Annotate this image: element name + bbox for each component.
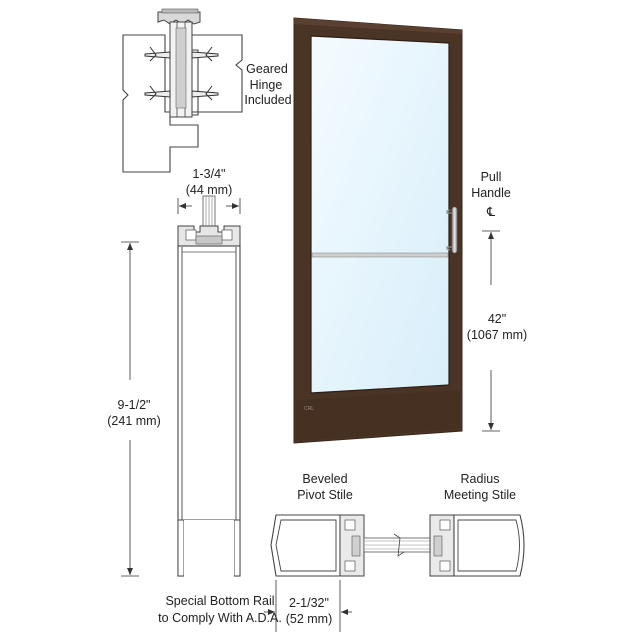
bottom-rail-height-mm: (241 mm) — [107, 414, 160, 428]
door-glass — [310, 35, 450, 394]
stile-width-in: 2-1/32" — [289, 596, 329, 610]
door-brand-mark: CRL — [304, 406, 314, 412]
hinge-label-line3: Included — [244, 93, 291, 107]
bottom-rail-height-dimension: 9-1/2" (241 mm) — [107, 241, 161, 577]
radius-stile-label-line1: Radius — [461, 472, 500, 486]
hinge-label-line2: Hinge — [250, 78, 283, 92]
beveled-stile-label-line1: Beveled — [302, 472, 347, 486]
pull-handle-height-mm: (1067 mm) — [467, 328, 527, 342]
hinge-label-line1: Geared — [246, 62, 288, 76]
bottom-rail-note-line2: to Comply With A.D.A. — [158, 611, 282, 625]
pull-handle-label-line1: Pull — [481, 170, 502, 184]
door-kick-plate — [296, 390, 460, 441]
beveled-pivot-stile-section — [270, 514, 365, 577]
pull-handle-label-line2: Handle — [471, 186, 511, 200]
top-rail-width-dimension: 1-3/4" (44 mm) — [177, 167, 241, 214]
radius-stile-label-line2: Meeting Stile — [444, 488, 516, 502]
stile-width-dimension: 2-1/32" (52 mm) — [264, 580, 352, 632]
pull-handle-height-in: 42" — [488, 312, 506, 326]
pull-handle-icon — [446, 206, 458, 254]
top-rail-width-in: 1-3/4" — [193, 167, 226, 181]
beveled-stile-label-line2: Pivot Stile — [297, 488, 353, 502]
radius-meeting-stile-section — [429, 514, 525, 577]
centerline-symbol: ℄ — [486, 205, 495, 219]
rail-cross-section — [177, 195, 241, 578]
stile-glazing — [363, 533, 431, 557]
bottom-rail-height-in: 9-1/2" — [118, 398, 151, 412]
hinge-screws — [144, 46, 219, 101]
pull-handle-height-dimension: 42" (1067 mm) — [467, 230, 527, 432]
door-mid-rail — [311, 252, 449, 258]
geared-hinge-detail: Geared Hinge Included — [122, 8, 292, 173]
bottom-rail-note-line1: Special Bottom Rail — [165, 594, 274, 608]
stile-width-mm: (52 mm) — [286, 612, 333, 626]
door-elevation: CRL — [293, 17, 463, 444]
top-rail-width-mm: (44 mm) — [186, 183, 233, 197]
